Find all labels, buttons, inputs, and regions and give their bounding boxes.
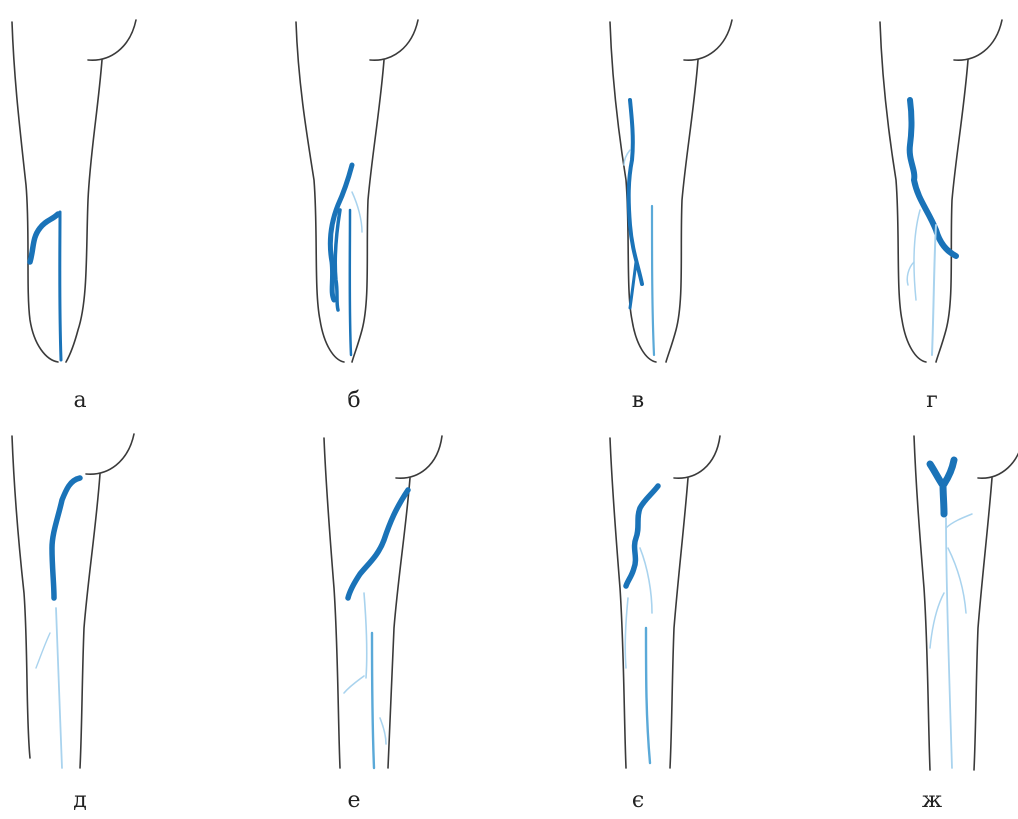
leg-figure-d xyxy=(0,418,190,818)
panel-a: а xyxy=(0,0,190,400)
vein-faint xyxy=(352,192,362,232)
panel-label: є xyxy=(528,790,748,812)
leg-outline-right xyxy=(80,474,100,768)
vein-faint-branch-1 xyxy=(948,548,966,613)
leg-figure-e xyxy=(244,418,464,818)
leg-outline-right xyxy=(936,60,968,362)
panel-label: ж xyxy=(822,790,1018,812)
vein-branch-2 xyxy=(335,210,340,310)
leg-outline-right xyxy=(974,478,992,770)
vein-trunk xyxy=(372,633,374,768)
panel-label: б xyxy=(244,390,464,412)
panel-label: д xyxy=(0,790,190,812)
leg-outline-hip xyxy=(684,20,732,60)
leg-outline-left xyxy=(12,22,58,362)
leg-figure-g xyxy=(822,0,1018,400)
leg-outline-left xyxy=(914,436,930,770)
vein-great-saphenous xyxy=(52,478,80,598)
leg-outline-right xyxy=(352,60,384,362)
leg-outline-left xyxy=(12,436,30,758)
vein-faint-trunk xyxy=(56,608,62,768)
leg-outline-hip xyxy=(674,436,720,478)
leg-figure-ye xyxy=(528,418,748,818)
panel-label: а xyxy=(0,390,190,412)
panel-label: г xyxy=(822,390,1018,412)
leg-outline-right xyxy=(670,478,688,768)
leg-figure-zh xyxy=(822,418,1018,818)
vein-faint-branch xyxy=(36,633,50,668)
leg-figure-v xyxy=(528,0,748,400)
panel-zh: ж xyxy=(822,418,1018,818)
vein-y-right xyxy=(944,460,954,484)
vein-great-saphenous xyxy=(626,486,658,586)
vein-y-left xyxy=(930,464,942,484)
leg-outline-hip xyxy=(370,20,418,60)
vein-trunk xyxy=(350,210,351,355)
vein-great-saphenous xyxy=(30,214,58,262)
leg-outline-right xyxy=(666,60,698,362)
panel-ye: є xyxy=(528,418,748,818)
vein-lower-branch xyxy=(630,262,636,308)
vein-faint xyxy=(624,150,630,165)
vein-faint-1 xyxy=(364,593,367,678)
leg-outline-left xyxy=(610,22,656,362)
leg-outline-hip xyxy=(396,436,442,478)
vein-faint-branch-3 xyxy=(946,514,972,528)
vein-faint-3 xyxy=(380,718,386,744)
leg-figure-b xyxy=(244,0,464,400)
vein-faint-2 xyxy=(625,598,628,668)
leg-outline-right xyxy=(66,60,102,362)
vein-great-saphenous xyxy=(629,100,642,284)
vein-faint-branch xyxy=(907,262,914,285)
vein-trunk xyxy=(646,628,650,763)
leg-outline-hip xyxy=(978,434,1018,478)
panel-label: е xyxy=(244,790,464,812)
vein-faint-left xyxy=(914,210,920,300)
panel-b: б xyxy=(244,0,464,400)
vein-trunk xyxy=(652,206,654,355)
leg-outline-hip xyxy=(86,434,134,474)
panel-e: е xyxy=(244,418,464,818)
vein-great-saphenous xyxy=(910,100,956,256)
panel-v: в xyxy=(528,0,748,400)
leg-outline-left xyxy=(324,438,340,768)
vein-trunk xyxy=(932,225,936,355)
vein-y-stem xyxy=(943,484,944,514)
panel-g: г xyxy=(822,0,1018,400)
panel-label: в xyxy=(528,390,748,412)
leg-figure-a xyxy=(0,0,190,400)
leg-outline-left xyxy=(610,438,626,768)
vein-faint-1 xyxy=(640,548,652,613)
leg-outline-hip xyxy=(954,20,1002,60)
panel-d: д xyxy=(0,418,190,818)
vein-faint-branch-2 xyxy=(930,593,944,648)
leg-outline-hip xyxy=(88,20,136,60)
vein-faint-2 xyxy=(344,676,364,693)
vein-trunk xyxy=(60,212,61,360)
